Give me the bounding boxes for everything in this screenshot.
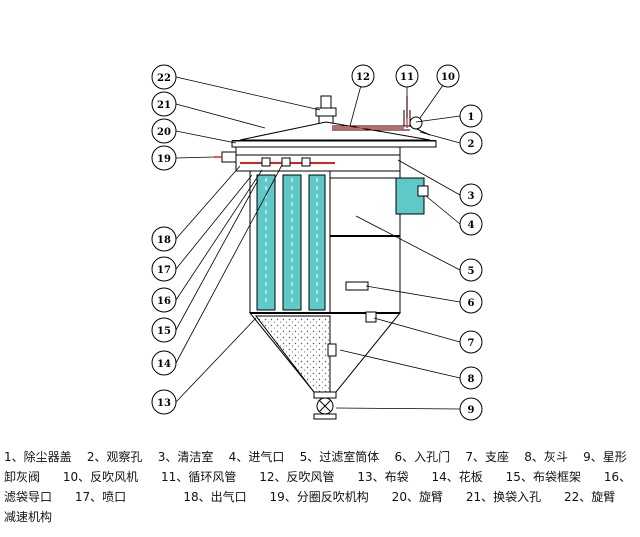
callout-5: 5 bbox=[459, 258, 483, 282]
callout-9: 9 bbox=[459, 397, 483, 421]
dust-collector-diagram: 22 21 20 19 18 17 16 15 14 13 12 11 bbox=[151, 64, 483, 421]
reducer-mechanism bbox=[315, 95, 337, 127]
svg-text:10: 10 bbox=[441, 72, 455, 83]
callout-17: 17 bbox=[151, 256, 177, 282]
svg-text:21: 21 bbox=[157, 100, 171, 111]
svg-text:19: 19 bbox=[157, 154, 171, 165]
svg-text:5: 5 bbox=[468, 266, 475, 277]
callout-13: 13 bbox=[151, 389, 177, 415]
callout-19: 19 bbox=[151, 145, 177, 171]
svg-text:8: 8 bbox=[468, 374, 475, 385]
callout-22: 22 bbox=[151, 64, 177, 90]
legend: 1、除尘器盖 2、观察孔 3、清洁室 4、进气口 5、过滤室筒体 6、入孔门 7… bbox=[4, 447, 638, 527]
blow-nozzles bbox=[261, 157, 311, 167]
ash-hopper bbox=[248, 312, 402, 393]
callout-18: 18 bbox=[151, 226, 177, 252]
callout-14: 14 bbox=[151, 350, 177, 376]
svg-text:4: 4 bbox=[468, 220, 475, 231]
star-valve bbox=[313, 391, 337, 420]
svg-text:11: 11 bbox=[400, 72, 414, 83]
dust-collector-cover bbox=[231, 121, 437, 148]
callout-16: 16 bbox=[151, 287, 177, 313]
svg-text:12: 12 bbox=[356, 72, 370, 83]
svg-text:13: 13 bbox=[157, 398, 171, 409]
svg-text:18: 18 bbox=[157, 235, 171, 246]
svg-text:17: 17 bbox=[157, 265, 171, 276]
callout-6: 6 bbox=[459, 290, 483, 314]
callout-4: 4 bbox=[459, 212, 483, 236]
svg-text:14: 14 bbox=[157, 359, 171, 370]
callout-10: 10 bbox=[436, 64, 460, 88]
callout-2: 2 bbox=[459, 131, 483, 155]
svg-text:15: 15 bbox=[157, 326, 171, 337]
callout-1: 1 bbox=[459, 104, 483, 128]
blowback-fan bbox=[409, 116, 423, 130]
clean-chamber bbox=[235, 146, 401, 172]
callout-15: 15 bbox=[151, 317, 177, 343]
svg-text:2: 2 bbox=[468, 139, 475, 150]
svg-text:6: 6 bbox=[468, 298, 475, 309]
support bbox=[365, 311, 377, 323]
air-inlet bbox=[395, 177, 429, 215]
manhole-door bbox=[345, 281, 369, 291]
svg-text:3: 3 bbox=[468, 191, 475, 202]
leader-lines bbox=[175, 76, 461, 410]
svg-text:22: 22 bbox=[157, 73, 171, 84]
callout-20: 20 bbox=[151, 118, 177, 144]
svg-text:7: 7 bbox=[468, 338, 475, 349]
legend-line: 减速机构 bbox=[4, 510, 53, 524]
svg-text:9: 9 bbox=[468, 405, 475, 416]
filter-bags bbox=[256, 174, 326, 311]
svg-text:20: 20 bbox=[157, 127, 171, 138]
svg-text:16: 16 bbox=[157, 296, 171, 307]
callout-21: 21 bbox=[151, 91, 177, 117]
air-outlet bbox=[214, 151, 237, 163]
callout-8: 8 bbox=[459, 366, 483, 390]
legend-line: 卸灰阀 10、反吹风机 11、循环风管 12、反吹风管 13、布袋 14、花板 … bbox=[4, 470, 632, 484]
callout-11: 11 bbox=[395, 64, 419, 88]
legend-line: 滤袋导口 17、喷口 18、出气口 19、分圈反吹机构 20、旋臂 21、换袋入… bbox=[4, 490, 616, 504]
callout-7: 7 bbox=[459, 330, 483, 354]
callout-3: 3 bbox=[459, 183, 483, 207]
legend-line: 1、除尘器盖 2、观察孔 3、清洁室 4、进气口 5、过滤室筒体 6、入孔门 7… bbox=[4, 450, 627, 464]
hopper-door bbox=[327, 343, 337, 357]
svg-text:1: 1 bbox=[468, 112, 475, 123]
callout-12: 12 bbox=[351, 64, 375, 88]
